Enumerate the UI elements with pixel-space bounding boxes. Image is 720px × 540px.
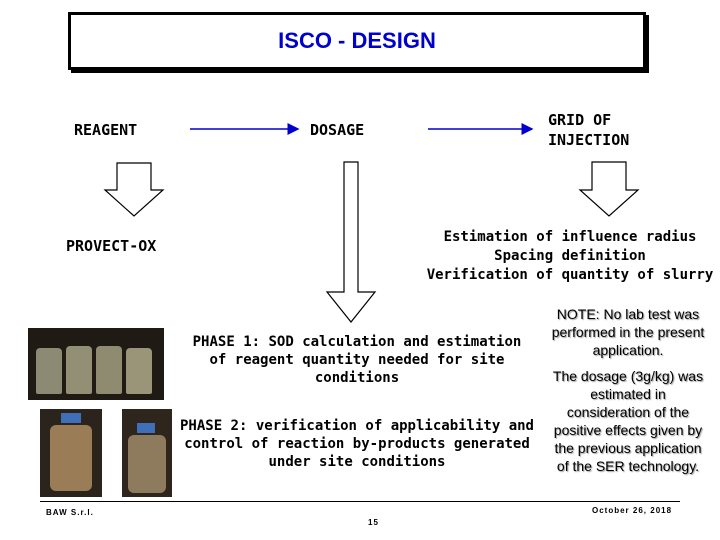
down-arrow-dosage: [325, 161, 377, 323]
down-arrow-reagent: [103, 162, 165, 217]
phase-1-line-1: PHASE 1: SOD calculation and estimation: [192, 334, 522, 350]
dosage-label: DOSAGE: [310, 121, 365, 139]
grid-of-injection-label: GRID OF INJECTION: [548, 110, 629, 150]
provect-ox-label: PROVECT-OX: [66, 237, 157, 255]
page-title: ISCO - DESIGN: [278, 28, 436, 53]
bottles-photo-top: [28, 328, 164, 400]
title-box: ISCO - DESIGN: [68, 12, 646, 70]
phase-2-line-2: control of reaction by-products generate…: [184, 436, 530, 452]
bottle-photo-left: [40, 409, 102, 497]
note-paragraph-1: NOTE: No lab test was performed in the p…: [551, 306, 705, 358]
phase-1-line-2: of reagent quantity needed for site: [209, 352, 505, 368]
note-paragraph-2: The dosage (3g/kg) was estimated in cons…: [552, 368, 704, 474]
phase-1-block: PHASE 1: SOD calculation and estimation …: [172, 333, 542, 387]
down-arrow-grid: [578, 161, 640, 217]
bottle-photo-right: [122, 409, 172, 497]
note-block: NOTE: No lab test was performed in the p…: [549, 305, 707, 475]
grid-line-1: GRID OF: [548, 111, 612, 129]
footer-date: October 26, 2018: [592, 506, 673, 515]
footer-page-number: 15: [368, 518, 379, 527]
phase-2-line-1: PHASE 2: verification of applicability a…: [179, 418, 534, 434]
estimation-block: Estimation of influence radius Spacing d…: [420, 228, 720, 285]
estimation-line-1: Estimation of influence radius: [443, 229, 697, 245]
phase-1-line-3: conditions: [314, 370, 400, 386]
grid-line-2: INJECTION: [548, 131, 630, 149]
estimation-line-2: Spacing definition: [494, 248, 646, 264]
phase-2-line-3: under site conditions: [268, 454, 446, 470]
reagent-label: REAGENT: [74, 121, 138, 139]
footer-company: BAW S.r.l.: [46, 508, 94, 517]
phase-2-block: PHASE 2: verification of applicability a…: [172, 417, 542, 471]
footer-divider: [40, 501, 680, 502]
estimation-line-3: Verification of quantity of slurry: [426, 267, 714, 283]
